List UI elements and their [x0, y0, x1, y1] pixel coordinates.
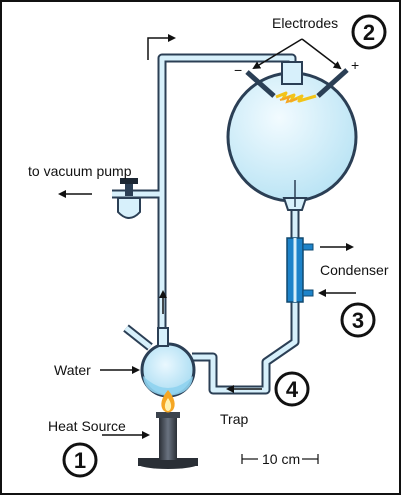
- label-plus: +: [351, 57, 359, 73]
- label-minus: −: [234, 62, 242, 78]
- scale-bar: [241, 454, 319, 464]
- label-electrodes: Electrodes: [272, 15, 338, 31]
- condenser-jacket: [286, 237, 314, 303]
- step-number-4: 4: [286, 377, 299, 402]
- flow-arrows: [58, 34, 356, 439]
- step-badge-4: 4: [274, 371, 310, 407]
- step-badge-3: 3: [340, 302, 376, 338]
- label-heat-source: Heat Source: [48, 418, 126, 434]
- flow-arrow-top: [147, 34, 176, 60]
- vacuum-stopcock: [117, 178, 141, 219]
- label-water: Water: [54, 362, 91, 378]
- label-condenser: Condenser: [320, 262, 389, 278]
- step-badge-2: 2: [351, 14, 387, 50]
- label-trap: Trap: [220, 411, 248, 427]
- step-number-2: 2: [363, 20, 375, 45]
- heat-source-burner: [138, 390, 198, 469]
- arrow-electrode-left: [252, 38, 303, 70]
- water-flask: [140, 327, 196, 398]
- spark-flask: [226, 61, 358, 211]
- step-number-1: 1: [74, 448, 86, 473]
- label-vacuum-pump: to vacuum pump: [28, 163, 132, 179]
- label-scale: 10 cm: [262, 451, 300, 467]
- step-number-3: 3: [352, 308, 364, 333]
- step-badge-1: 1: [62, 442, 98, 478]
- arrow-electrode-right: [301, 38, 342, 70]
